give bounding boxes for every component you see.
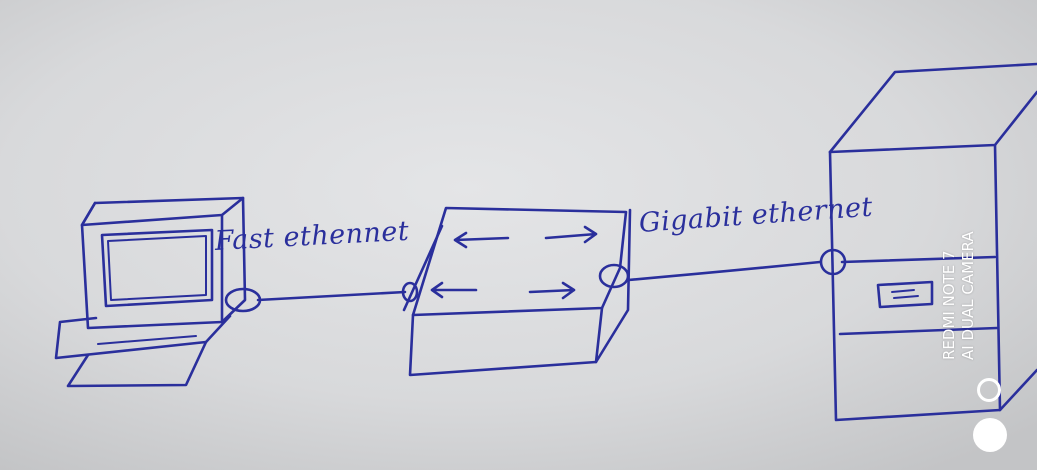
computer-icon [54,196,247,388]
watermark-ring-icon [977,378,1001,402]
switch-icon [408,206,632,377]
watermark-camera: AI DUAL CAMERA [959,231,977,360]
watermark-model: REDMI NOTE 7 [940,250,958,360]
camera-watermark: REDMI NOTE 7 AI DUAL CAMERA [940,220,1037,360]
fast-ethernet-cable [224,224,444,313]
server-icon [828,62,1037,422]
watermark-dot-icon [973,418,1007,452]
